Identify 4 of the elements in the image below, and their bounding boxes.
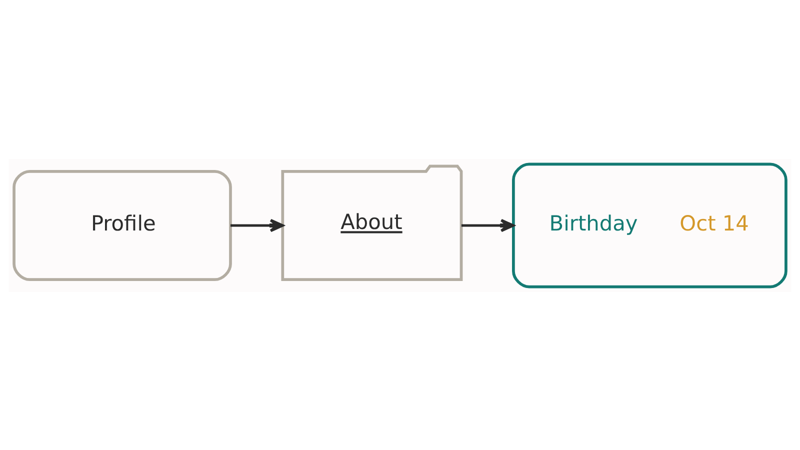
- node-box: Profile: [12, 169, 232, 281]
- node-box: Birthday Oct 14: [512, 162, 788, 288]
- arrow: [461, 218, 514, 232]
- arrow: [230, 218, 284, 232]
